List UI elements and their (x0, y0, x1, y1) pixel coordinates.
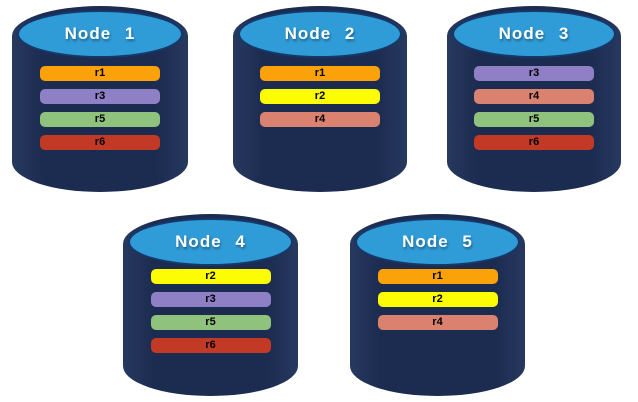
replica-label: r3 (205, 293, 216, 305)
replica-list: r2 r3 r5 r6 (123, 269, 298, 353)
replica-bar-r6: r6 (40, 135, 160, 150)
replica-label: r1 (432, 270, 443, 282)
replica-list: r1 r2 r4 (350, 269, 525, 330)
replica-label: r2 (314, 90, 326, 102)
replica-label: r1 (94, 67, 106, 79)
replica-list: r3 r4 r5 r6 (447, 66, 621, 150)
replica-label: r3 (94, 90, 106, 102)
replica-label: r3 (528, 67, 540, 79)
replica-label: r4 (314, 113, 326, 125)
cylinder-top-ellipse: Node 4 (128, 218, 293, 266)
replica-label: r2 (432, 293, 443, 305)
replica-label: r5 (528, 113, 540, 125)
node-cylinder-1: Node 1 r1 r3 r5 r6 (12, 6, 188, 192)
replica-bar-r2: r2 (150, 269, 271, 284)
replica-bar-r1: r1 (40, 66, 160, 81)
node-title: Node 4 (175, 232, 246, 251)
node-cylinder-4: Node 4 r2 r3 r5 r6 (123, 214, 298, 396)
replica-label: r5 (205, 316, 216, 328)
replica-bar-r3: r3 (40, 89, 160, 104)
replica-bar-r1: r1 (260, 66, 380, 81)
replica-bar-r1: r1 (377, 269, 498, 284)
replica-label: r1 (314, 67, 326, 79)
replica-label: r4 (432, 316, 443, 328)
replica-bar-r4: r4 (260, 112, 380, 127)
cylinder-top-ellipse: Node 1 (17, 10, 183, 58)
replica-bar-r5: r5 (474, 112, 594, 127)
replica-bar-r2: r2 (260, 89, 380, 104)
replica-bar-r5: r5 (40, 112, 160, 127)
replica-list: r1 r2 r4 (233, 66, 407, 127)
cylinder-top-ellipse: Node 5 (355, 218, 520, 266)
replica-bar-r3: r3 (474, 66, 594, 81)
node-title: Node 5 (402, 232, 473, 251)
replica-list: r1 r3 r5 r6 (12, 66, 188, 150)
replica-bar-r4: r4 (474, 89, 594, 104)
replica-bar-r4: r4 (377, 315, 498, 330)
node-cylinder-2: Node 2 r1 r2 r4 (233, 6, 407, 192)
node-title: Node 3 (498, 24, 570, 43)
replica-label: r6 (94, 136, 106, 148)
replica-label: r4 (528, 90, 540, 102)
cylinder-top-ellipse: Node 3 (452, 10, 616, 58)
replica-bar-r5: r5 (150, 315, 271, 330)
node-title: Node 1 (64, 24, 136, 43)
replica-label: r6 (528, 136, 540, 148)
node-cylinder-3: Node 3 r3 r4 r5 r6 (447, 6, 621, 192)
replica-label: r2 (205, 270, 216, 282)
replica-bar-r6: r6 (474, 135, 594, 150)
replica-label: r6 (205, 339, 216, 351)
replica-bar-r3: r3 (150, 292, 271, 307)
replica-bar-r6: r6 (150, 338, 271, 353)
replica-bar-r2: r2 (377, 292, 498, 307)
cylinder-top-ellipse: Node 2 (238, 10, 402, 58)
replica-label: r5 (94, 113, 106, 125)
node-cylinder-5: Node 5 r1 r2 r4 (350, 214, 525, 396)
node-title: Node 2 (284, 24, 356, 43)
